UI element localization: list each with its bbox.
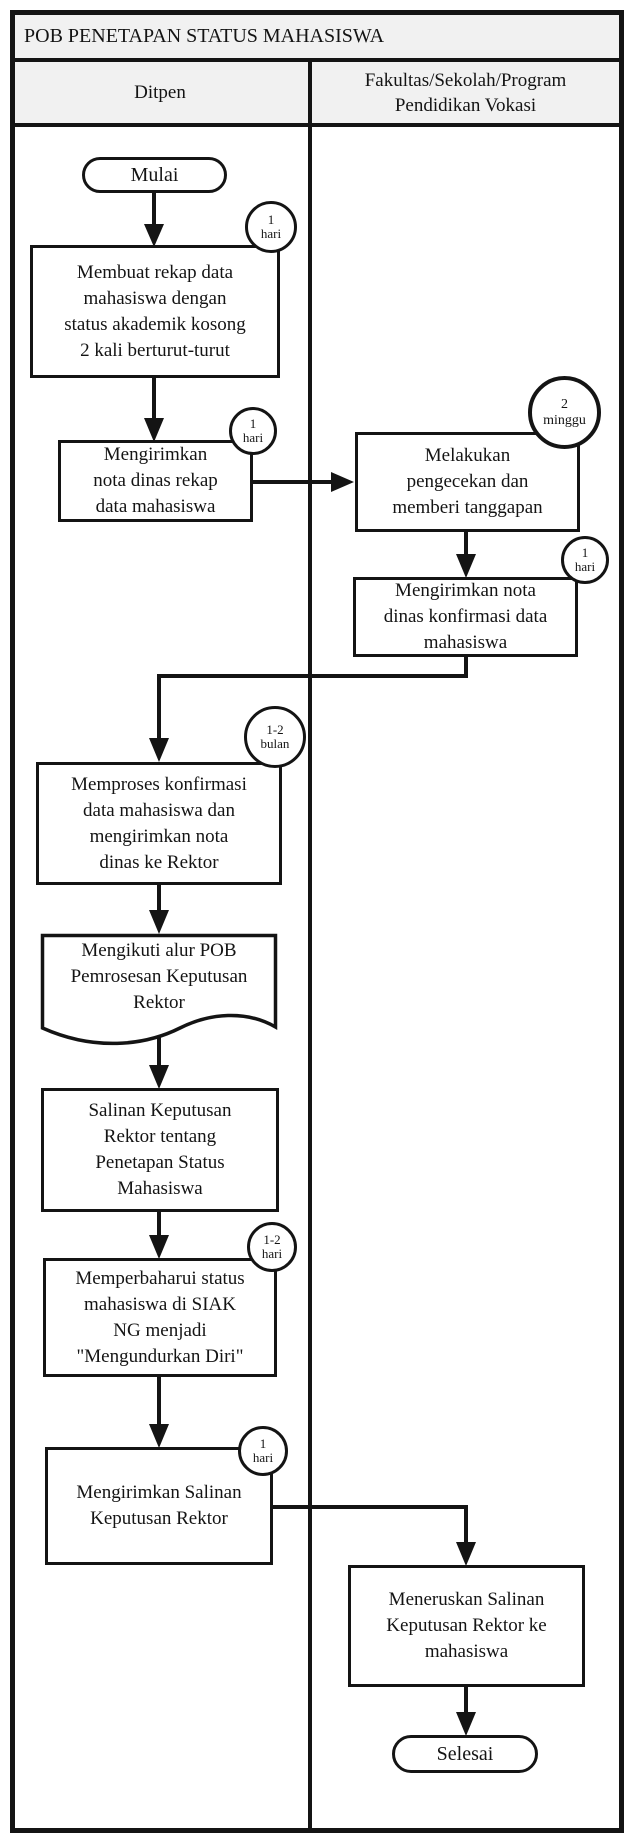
title-bar-background — [10, 10, 624, 62]
lane-header-background — [10, 62, 624, 126]
time-badge-1-2-hari-memperbaharui: 1-2 hari — [247, 1222, 297, 1272]
time-badge-1-hari-mengirimkan-salinan: 1 hari — [238, 1426, 288, 1476]
process-mengirimkan-salinan-keputusan: Mengirimkan Salinan Keputusan Rektor — [45, 1447, 273, 1565]
process-memperbaharui-status-siak-ng: Memperbaharui status mahasiswa di SIAK N… — [43, 1258, 277, 1377]
document-label: Mengikuti alur POB Pemrosesan Keputusan … — [70, 940, 248, 1013]
time-badge-2-minggu-pengecekan: 2 minggu — [528, 376, 601, 449]
process-salinan-keputusan-rektor: Salinan Keputusan Rektor tentang Penetap… — [41, 1088, 279, 1212]
document-alur-pob-pemrosesan: Mengikuti alur POB Pemrosesan Keputusan … — [40, 933, 278, 1053]
lane-header-ditpen: Ditpen — [134, 82, 186, 103]
time-badge-1-2-bulan-memproses: 1-2 bulan — [244, 706, 306, 768]
time-badge-1-hari-rekap: 1 hari — [245, 201, 297, 253]
process-melakukan-pengecekan: Melakukan pengecekan dan memberi tanggap… — [355, 432, 580, 532]
process-mengirimkan-nota-dinas-rekap: Mengirimkan nota dinas rekap data mahasi… — [58, 440, 253, 522]
page-title: POB PENETAPAN STATUS MAHASISWA — [24, 24, 385, 47]
end-node-selesai: Selesai — [392, 1735, 538, 1773]
process-membuat-rekap-data: Membuat rekap data mahasiswa dengan stat… — [30, 245, 280, 378]
time-badge-1-hari-nota-konfirmasi: 1 hari — [561, 536, 609, 584]
start-node-mulai: Mulai — [82, 157, 227, 193]
lane-header-separator-line — [10, 123, 624, 127]
title-separator-line — [10, 58, 624, 62]
process-meneruskan-salinan: Meneruskan Salinan Keputusan Rektor ke m… — [348, 1565, 585, 1687]
process-mengirimkan-nota-konfirmasi: Mengirimkan nota dinas konfirmasi data m… — [353, 577, 578, 657]
time-badge-1-hari-nota-rekap: 1 hari — [229, 407, 277, 455]
lane-header-fakultas: Fakultas/Sekolah/Program Pendidikan Voka… — [364, 69, 567, 116]
process-memproses-konfirmasi: Memproses konfirmasi data mahasiswa dan … — [36, 762, 282, 885]
swimlane-divider — [308, 58, 312, 1833]
